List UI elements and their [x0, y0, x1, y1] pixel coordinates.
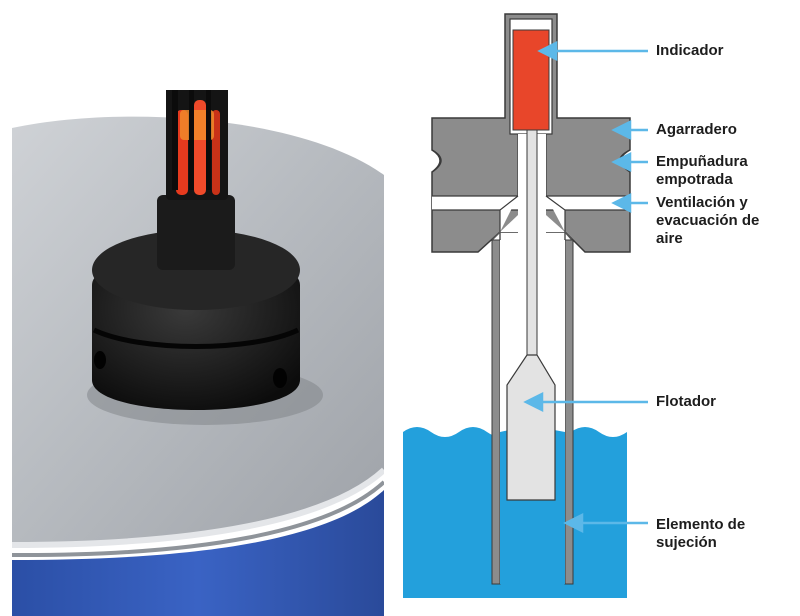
label-ventilacion: Ventilación y evacuación de aire [656, 194, 760, 247]
drum-rim [12, 467, 384, 548]
label-empunadura: Empuñadura empotrada [656, 153, 748, 188]
cap-neck [157, 195, 235, 270]
float [506, 354, 556, 501]
label-elemento: Elemento de sujeción [656, 516, 746, 551]
label-flotador: Flotador [656, 393, 716, 410]
callout-arrows [523, 40, 648, 534]
label-indicador: Indicador [656, 42, 724, 59]
float-stem [526, 129, 538, 356]
indicator [512, 29, 550, 131]
product-photo [12, 90, 384, 616]
drum-body [12, 490, 384, 616]
label-agarradero: Agarradero [656, 121, 737, 138]
grip-notch-left [431, 149, 441, 173]
